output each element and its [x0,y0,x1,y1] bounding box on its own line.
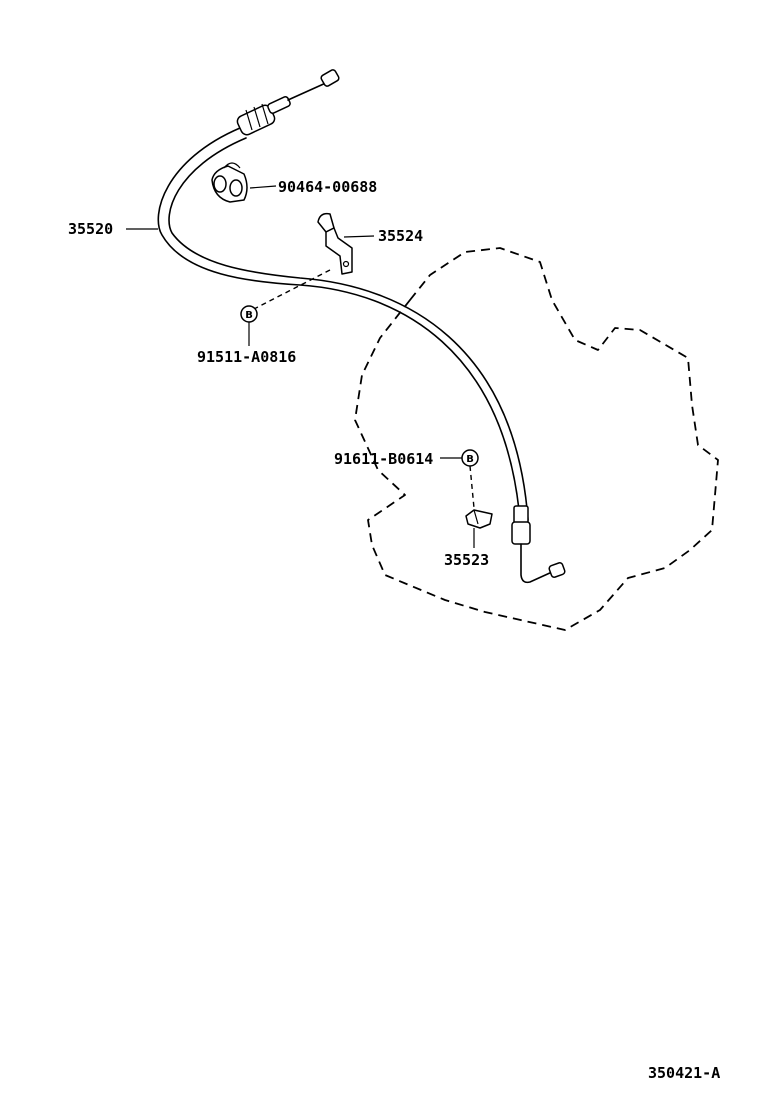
label-35520: 35520 [68,220,113,238]
bolt-91611: B [440,449,479,509]
clamp-90464 [211,162,277,203]
label-90464-00688: 90464-00688 [278,178,377,196]
bolt-marker-91511: B [245,310,253,321]
cable-end-top [320,69,340,87]
bolt-91511: B [240,305,258,346]
cable-sleeve-lower [511,521,531,545]
transmission-outline [354,247,719,631]
label-35523: 35523 [444,551,489,569]
bolt-marker-91611: B [466,454,474,465]
cable-end-lower [548,562,566,578]
cable-boot [236,96,291,136]
cable-35520 [126,69,566,584]
cable-inner-lower [520,543,553,584]
cable-inner-wire [287,81,329,101]
clip-35523 [465,509,493,548]
label-91611-b0614: 91611-B0614 [334,450,433,468]
bracket-35524 [251,212,375,311]
label-91511-a0816: 91511-A0816 [197,348,296,366]
figure-id: 350421-A [648,1064,720,1082]
label-35524: 35524 [378,227,423,245]
